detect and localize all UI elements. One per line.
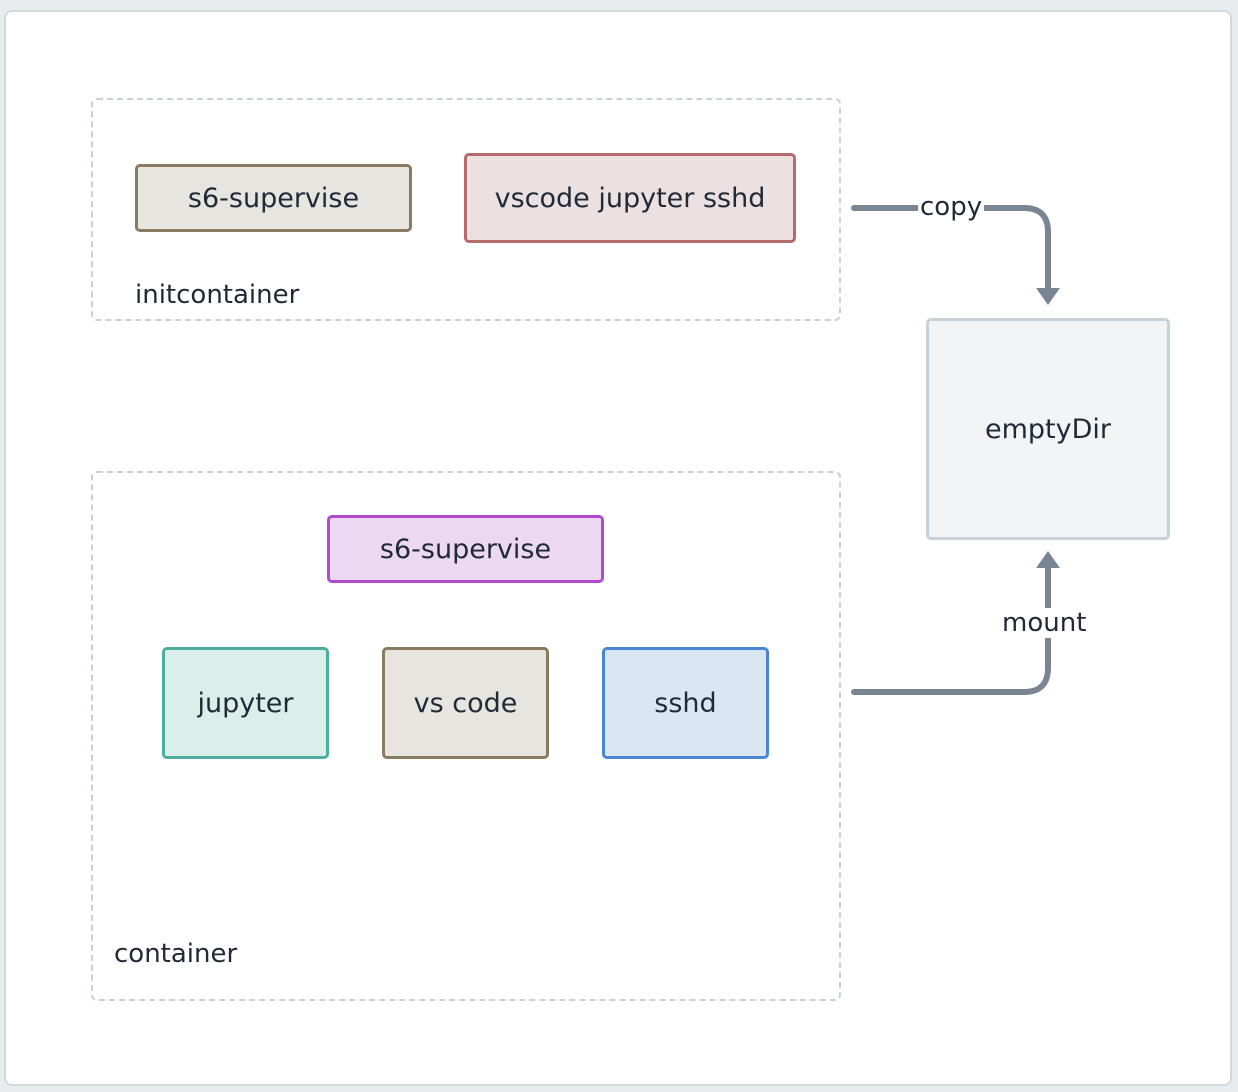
copy-arrowhead — [1036, 288, 1060, 305]
sshd-node[interactable]: sshd — [602, 647, 769, 759]
copy-label: copy — [918, 192, 985, 222]
init-bundle-node[interactable]: vscode jupyter sshd — [464, 153, 796, 243]
jupyter-node[interactable]: jupyter — [162, 647, 329, 759]
initcontainer-label: initcontainer — [135, 280, 300, 310]
mount-arrowhead — [1036, 551, 1060, 568]
init-s6-supervise-node[interactable]: s6-supervise — [135, 164, 412, 232]
container-label: container — [114, 939, 238, 969]
vscode-node[interactable]: vs code — [382, 647, 549, 759]
initcontainer-group — [91, 98, 841, 321]
copy-edge — [851, 205, 1051, 293]
container-group — [91, 471, 841, 1001]
mount-label: mount — [1000, 608, 1089, 638]
mount-edge — [851, 562, 1051, 695]
container-s6-supervise-node[interactable]: s6-supervise — [327, 515, 604, 583]
emptydir-node[interactable]: emptyDir — [926, 318, 1170, 540]
